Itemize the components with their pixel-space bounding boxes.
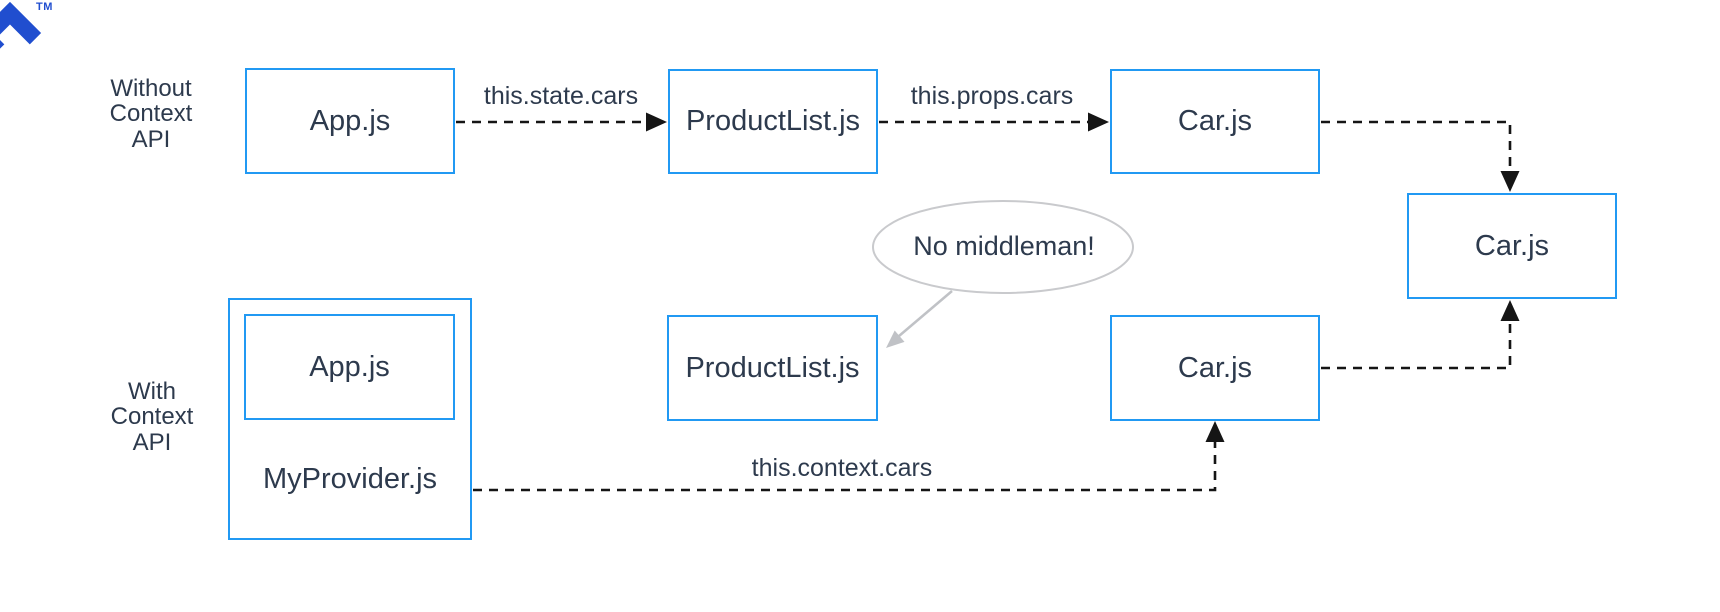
callout-text: No middleman! <box>913 231 1095 261</box>
callout-arrowhead <box>886 330 905 348</box>
state-edge-label: this.state.cars <box>483 82 639 110</box>
context-edge-label: this.context.cars <box>751 454 933 482</box>
node-app-without: App.js <box>245 68 455 174</box>
car-to-final-top-line <box>1321 120 1512 173</box>
node-car-final-label: Car.js <box>1474 229 1550 262</box>
props-edge-arrowhead <box>1088 112 1109 132</box>
node-productlist-with-label: ProductList.js <box>685 351 860 384</box>
node-app-without-label: App.js <box>309 104 391 137</box>
logo-trademark: TM <box>36 1 53 13</box>
context-edge-arrowhead <box>1205 421 1225 442</box>
node-myprovider-label: MyProvider.js <box>262 463 438 495</box>
node-car-final: Car.js <box>1407 193 1617 299</box>
node-car-with: Car.js <box>1110 315 1320 421</box>
without-context-api-label: Without Context API <box>109 75 193 153</box>
toptal-logo-icon <box>0 1 42 55</box>
node-productlist-without-label: ProductList.js <box>685 105 861 137</box>
car-to-final-top-arrowhead <box>1500 171 1520 192</box>
logo-piece-top <box>0 1 42 45</box>
node-app-with-label: App.js <box>309 350 390 383</box>
node-car-with-label: Car.js <box>1177 351 1253 384</box>
car-to-final-bottom-line <box>1321 321 1512 370</box>
node-productlist-without: ProductList.js <box>668 69 878 174</box>
with-context-api-label: With Context API <box>110 378 194 456</box>
node-app-with: App.js <box>244 314 455 420</box>
callout-arrow-line <box>898 290 953 337</box>
state-edge-arrowhead <box>646 112 667 132</box>
car-to-final-bottom-arrowhead <box>1500 300 1520 321</box>
node-car-without-label: Car.js <box>1177 105 1253 137</box>
node-productlist-with: ProductList.js <box>667 315 878 421</box>
logo-piece-bottom <box>0 8 5 55</box>
node-car-without: Car.js <box>1110 69 1320 174</box>
props-edge-label: this.props.cars <box>910 82 1074 110</box>
